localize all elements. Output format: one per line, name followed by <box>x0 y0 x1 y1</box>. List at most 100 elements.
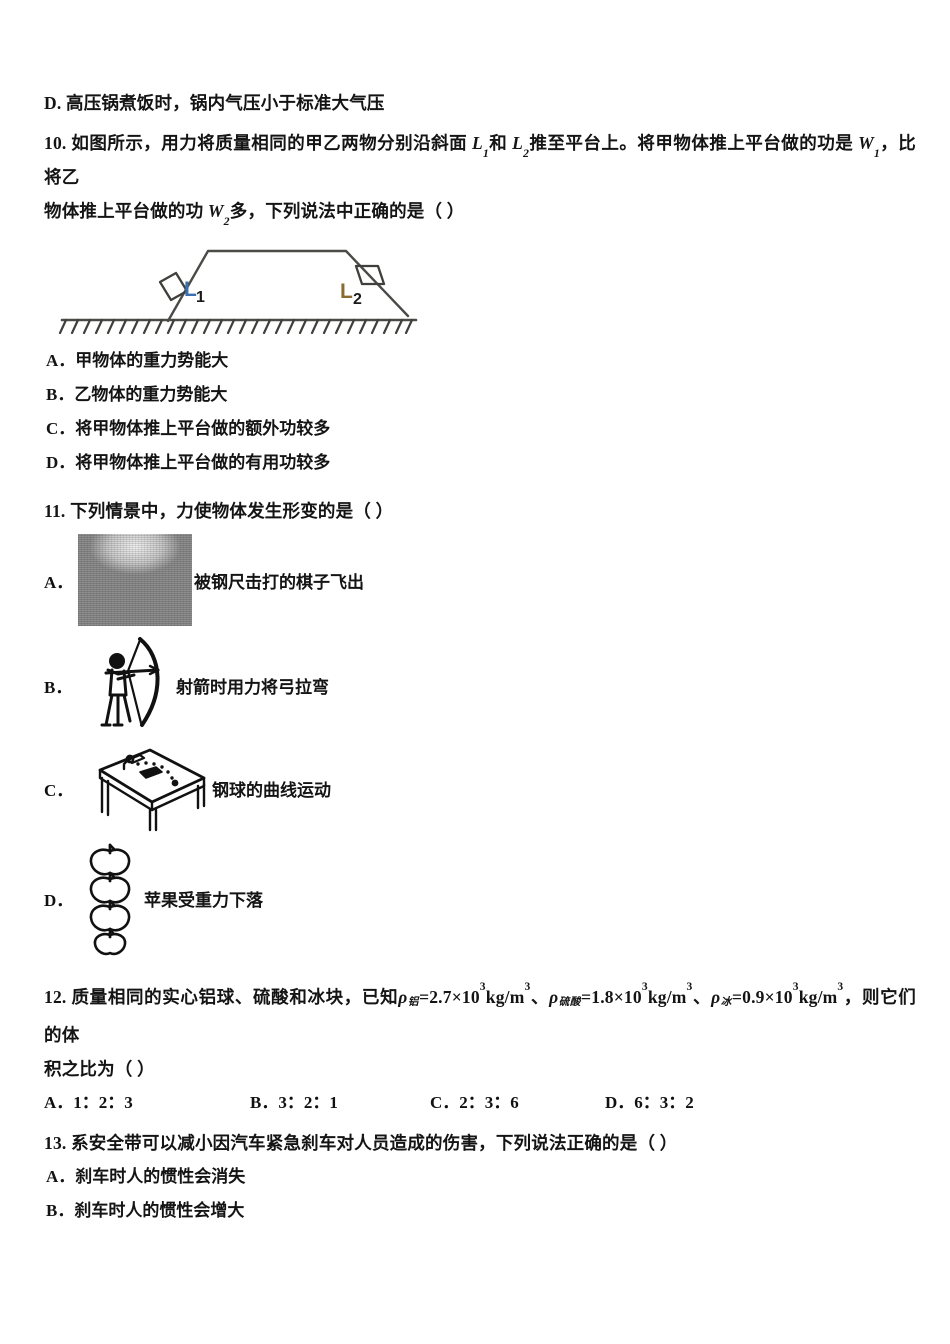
q13-option-a: A．刹车时人的惯性会消失 <box>46 1160 916 1194</box>
q10-option-a: A．甲物体的重力势能大 <box>46 344 916 378</box>
q10-option-b: B．乙物体的重力势能大 <box>46 378 916 412</box>
option-caption: 射箭时用力将弓拉弯 <box>176 677 329 697</box>
option-text: 3：2：1 <box>278 1093 338 1112</box>
question-11-stem: 11. 下列情景中，力使物体发生形变的是（ ） <box>44 494 916 528</box>
inclined-plane-svg: L 1 L 2 <box>58 249 418 335</box>
q13-option-b: B．刹车时人的惯性会增大 <box>46 1194 916 1228</box>
question-13-stem: 13. 系安全带可以减小因汽车紧急刹车对人员造成的伤害，下列说法正确的是（ ） <box>44 1126 916 1160</box>
option-caption: 被钢尺击打的棋子飞出 <box>194 572 364 592</box>
option-label: D． <box>44 890 74 910</box>
option-label: A． <box>44 572 74 592</box>
exponent-ice: 3 <box>792 981 799 994</box>
value-sulfuric-acid: =1.8×10 <box>581 987 642 1007</box>
option-label: B． <box>250 1093 279 1112</box>
stem-text-part4: ，比将乙 <box>44 133 916 187</box>
question-number: 11. <box>44 501 66 521</box>
ground-hatching <box>58 318 414 335</box>
density-sulfuric-acid: ρ硫酸 <box>549 987 582 1009</box>
unit-aluminum: kg/m <box>485 987 525 1007</box>
question-10-figure: L 1 L 2 <box>56 238 426 335</box>
option-text: 将甲物体推上平台做的有用功较多 <box>75 453 331 472</box>
option-text: 2：3：6 <box>459 1093 519 1112</box>
block-on-left-incline <box>158 271 189 302</box>
label-L1-subscript: 1 <box>196 289 205 306</box>
platform-outline <box>166 249 410 323</box>
question-number: 10. <box>44 133 67 153</box>
stem-text: 系安全带可以减小因汽车紧急刹车对人员造成的伤害，下列说法正确的是（ ） <box>71 1133 678 1153</box>
ball-trajectory-dots <box>136 761 174 780</box>
option-text: 甲物体的重力势能大 <box>75 351 229 370</box>
stem-text-part3: 推至平台上。将甲物体推上平台做的功是 <box>529 133 859 153</box>
stem-text-part1: 质量相同的实心铝球、硫酸和冰块，已知 <box>71 987 399 1007</box>
chess-pieces-photo-figure <box>78 534 192 626</box>
question-12-stem: 12. 质量相同的实心铝球、硫酸和冰块，已知ρ铝=2.7×103kg/m3、ρ硫… <box>44 980 916 1052</box>
q12-option-a: A．1：2：3 <box>44 1086 250 1120</box>
q10-option-c: C．将甲物体推上平台做的额外功较多 <box>46 412 916 446</box>
archer-bow-drawing <box>100 637 160 727</box>
stem-text-part2: ，则它们的体 <box>44 987 917 1045</box>
unit-exponent-aluminum: 3 <box>524 981 531 994</box>
unit-exponent-ice: 3 <box>837 981 844 994</box>
option-text: 高压锅煮饭时，锅内气压小于标准大气压 <box>66 93 385 113</box>
question-number: 13. <box>44 1133 67 1153</box>
option-label: C． <box>46 419 76 438</box>
option-label: A． <box>44 1093 74 1112</box>
q12-option-d: D．6：3：2 <box>605 1086 694 1120</box>
separator-1: 、 <box>530 987 550 1007</box>
symbol-L2: L2 <box>512 133 530 160</box>
option-label: D． <box>605 1093 635 1112</box>
question-10-stem-line2: 物体推上平台做的功 W2多，下列说法中正确的是（ ） <box>44 194 916 228</box>
label-L1: L <box>184 278 197 301</box>
option-label: B． <box>44 677 73 697</box>
symbol-W2: W2 <box>207 201 230 228</box>
falling-apples <box>89 843 131 956</box>
question-number: 12. <box>44 987 67 1007</box>
steel-ball-curve-table <box>98 748 206 832</box>
density-aluminum: ρ铝 <box>398 987 420 1009</box>
option-caption: 钢球的曲线运动 <box>212 780 331 800</box>
q11-option-a: A． 被钢尺击打的棋子飞出 <box>44 528 916 632</box>
question-12-stem-line2: 积之比为（ ） <box>44 1059 155 1079</box>
stem-line2-part2: 多，下列说法中正确的是（ ） <box>229 201 465 221</box>
chess-pieces-photo <box>78 534 192 626</box>
label-L2-subscript: 2 <box>353 291 362 308</box>
stem-line2-part1: 物体推上平台做的功 <box>44 201 208 221</box>
option-label: B． <box>46 1201 75 1220</box>
q10-option-d: D．将甲物体推上平台做的有用功较多 <box>46 446 916 480</box>
option-label: D． <box>46 453 76 472</box>
unit-sulfuric-acid: kg/m <box>647 987 687 1007</box>
exponent-sulfuric-acid: 3 <box>641 981 648 994</box>
option-text: 刹车时人的惯性会增大 <box>74 1201 245 1220</box>
option-text: 刹车时人的惯性会消失 <box>75 1167 246 1186</box>
steel-ball <box>171 779 179 787</box>
option-label: D. <box>44 93 62 113</box>
value-aluminum: =2.7×10 <box>419 987 480 1007</box>
density-ice: ρ冰 <box>711 987 732 1009</box>
option-label: C． <box>430 1093 460 1112</box>
steel-ball-table-figure <box>78 742 210 834</box>
option-label: A． <box>46 351 76 370</box>
option-label: C． <box>44 780 74 800</box>
unit-ice: kg/m <box>798 987 838 1007</box>
stem-text-part1: 如图所示，用力将质量相同的甲乙两物分别沿斜面 <box>71 133 472 153</box>
question-10-stem: 10. 如图所示，用力将质量相同的甲乙两物分别沿斜面 L1和 L2推至平台上。将… <box>44 126 916 194</box>
label-L2: L <box>340 280 353 303</box>
unit-exponent-sulfuric-acid: 3 <box>686 981 693 994</box>
q11-option-c: C． <box>44 738 916 838</box>
option-text: 乙物体的重力势能大 <box>74 385 228 404</box>
value-ice: =0.9×10 <box>731 987 793 1007</box>
separator-2: 、 <box>692 987 712 1007</box>
option-caption: 苹果受重力下落 <box>144 890 263 910</box>
previous-question-option-d: D. 高压锅煮饭时，锅内气压小于标准大气压 <box>44 86 916 120</box>
block-on-right-incline <box>354 264 386 286</box>
q12-options-row: A．1：2：3 B．3：2：1 C．2：3：6 D．6：3：2 <box>44 1086 916 1120</box>
page-content: D. 高压锅煮饭时，锅内气压小于标准大气压 10. 如图所示，用力将质量相同的甲… <box>44 86 916 1228</box>
archer-bow-figure <box>78 637 174 733</box>
option-text: 将甲物体推上平台做的额外功较多 <box>75 419 331 438</box>
q12-option-b: B．3：2：1 <box>250 1086 430 1120</box>
q11-option-b: B． <box>44 632 916 738</box>
exponent-aluminum: 3 <box>479 981 486 994</box>
stem-text: 下列情景中，力使物体发生形变的是（ ） <box>70 501 394 521</box>
q11-option-d: D． <box>44 838 916 958</box>
